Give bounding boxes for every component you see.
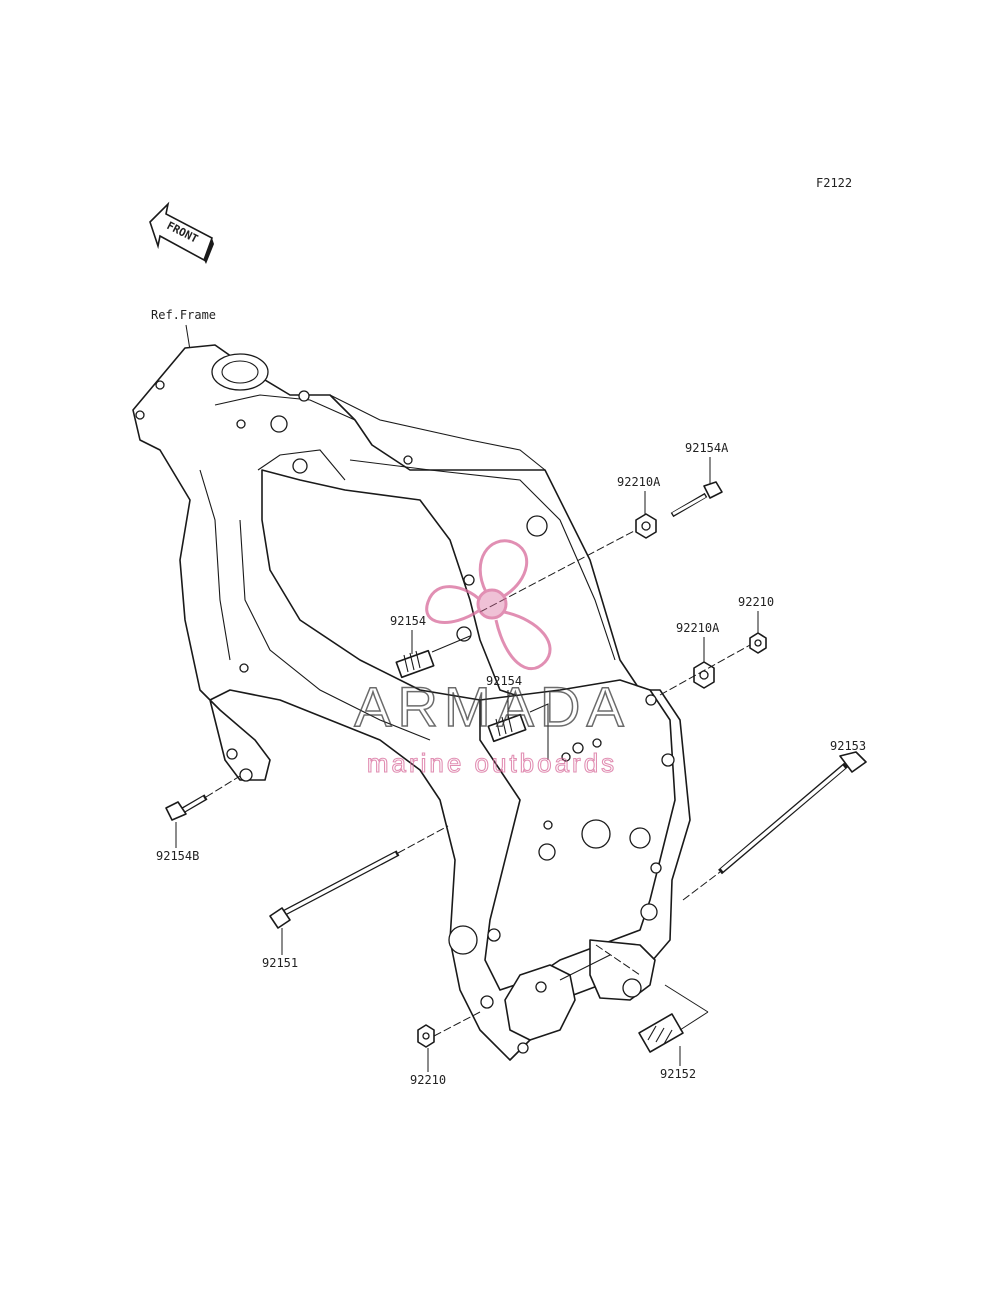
leader-92210-bottom-axis <box>433 1011 481 1037</box>
part-label-92210A-top: 92210A <box>617 475 661 489</box>
bolt-92154B-icon <box>165 794 208 821</box>
leader-92151-axis <box>397 825 449 854</box>
part-callouts: 92154A 92210A 92210 92210A 92154 92154 9… <box>156 441 866 1087</box>
part-label-92210A-mid: 92210A <box>676 621 720 635</box>
leader-92152-shaft <box>559 954 611 981</box>
nut-92210A-top-icon <box>635 513 657 539</box>
bolt-92154A-icon <box>670 481 723 518</box>
watermark-brand: ARMADA <box>354 675 630 738</box>
front-arrow-icon: FRONT <box>149 201 214 264</box>
leader-92154B-axis <box>205 775 241 798</box>
adjuster-92154-lower-icon <box>487 713 527 743</box>
part-label-92154A: 92154A <box>685 441 729 455</box>
leader-92154-upper-axis <box>431 635 471 653</box>
part-label-92154-upper: 92154 <box>390 614 426 628</box>
part-label-92151: 92151 <box>262 956 298 970</box>
part-label-92152: 92152 <box>660 1067 696 1081</box>
nut-92210-bottom-icon <box>417 1024 435 1048</box>
adjuster-92154-upper-icon <box>395 649 435 679</box>
leader-92153-axis <box>682 871 721 901</box>
leader-92210A-mid-axis <box>659 644 751 696</box>
watermark-tagline: marine outboards <box>367 748 617 778</box>
part-label-92153: 92153 <box>830 739 866 753</box>
part-label-92210-right: 92210 <box>738 595 774 609</box>
collar-92152-icon <box>638 1013 684 1053</box>
ref-frame-label: Ref.Frame <box>151 308 216 322</box>
diagram-code: F2122 <box>816 176 852 190</box>
bolt-92153-icon <box>718 751 867 875</box>
nut-92210-right-icon <box>749 632 767 654</box>
armada-watermark: ARMADA marine outboards <box>353 539 630 779</box>
part-label-92154-lower: 92154 <box>486 674 522 688</box>
part-label-92154B: 92154B <box>156 849 199 863</box>
nut-92210A-mid-icon <box>693 661 715 689</box>
bolt-92151-icon <box>269 850 400 929</box>
frame-drawing <box>132 344 691 1061</box>
part-label-92210-bottom: 92210 <box>410 1073 446 1087</box>
leader-92152-axis <box>595 944 641 976</box>
ref-frame-leader <box>185 324 191 351</box>
propeller-logo-icon <box>425 539 552 670</box>
